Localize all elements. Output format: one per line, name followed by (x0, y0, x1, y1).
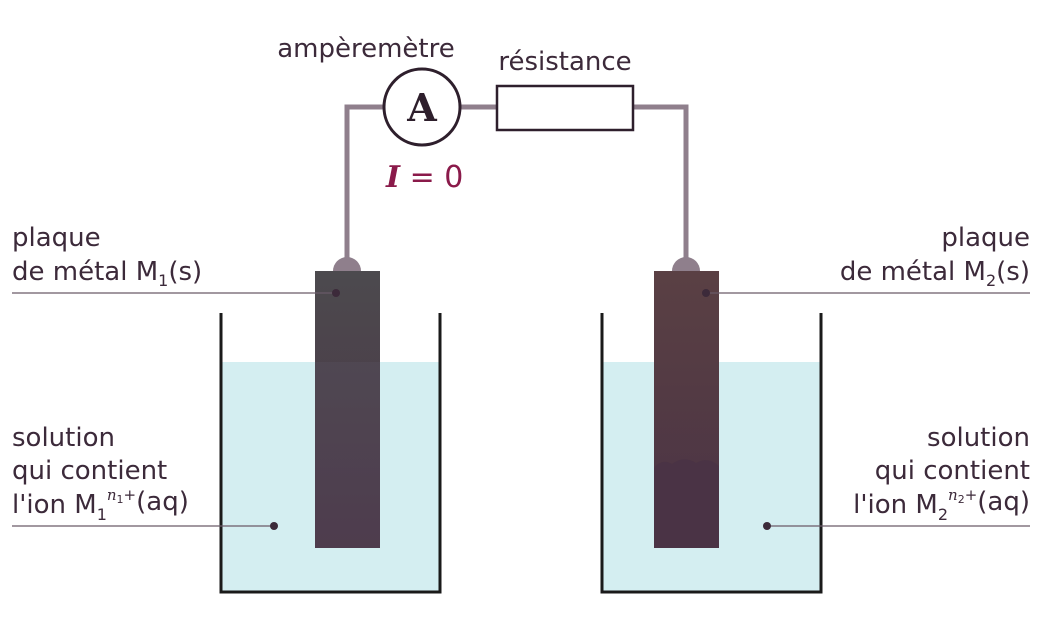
wire-right (633, 104, 689, 258)
svg-text:solution: solution (12, 423, 115, 453)
left-plate-immersed-tint (315, 362, 380, 548)
svg-text:solution: solution (927, 423, 1030, 453)
current-readout: I = 0 (385, 160, 463, 195)
resistor: résistance (495, 47, 635, 132)
svg-text:qui contient: qui contient (12, 456, 167, 486)
right-leaders (706, 292, 1030, 527)
ammeter-label: ampèremètre (277, 34, 455, 64)
svg-text:plaque: plaque (941, 223, 1030, 253)
ammeter-symbol: A (406, 85, 437, 130)
svg-text:l'ion M1n1+(aq): l'ion M1n1+(aq) (12, 486, 189, 524)
left-leaders (12, 292, 336, 527)
left-metal-plate (315, 257, 380, 548)
left-plate-connector (333, 257, 361, 271)
svg-text:qui contient: qui contient (875, 456, 1030, 486)
left-beaker-walls (219, 313, 442, 594)
resistor-body (495, 84, 635, 132)
resistor-label: résistance (498, 47, 631, 77)
svg-text:l'ion M2n2+(aq): l'ion M2n2+(aq) (853, 486, 1030, 524)
left-solution-label: solution qui contient l'ion M1n1+(aq) (12, 423, 189, 524)
left-plate-body (315, 271, 380, 548)
right-plate-connector (672, 257, 700, 271)
circuit-wires (344, 104, 689, 258)
ammeter: A ampèremètre (277, 34, 462, 147)
right-plate-deposit (654, 459, 719, 548)
left-plate-marker (332, 289, 340, 297)
ammeter-circle (382, 67, 462, 147)
right-solution-marker (763, 522, 771, 530)
wire-left (344, 104, 383, 258)
right-plate-label: plaque de métal M2(s) (840, 223, 1030, 290)
right-solution-label: solution qui contient l'ion M2n2+(aq) (853, 423, 1030, 524)
svg-text:de métal M1(s): de métal M1(s) (12, 257, 202, 290)
right-plate-marker (702, 289, 710, 297)
left-plate-label: plaque de métal M1(s) (12, 223, 202, 290)
svg-text:de métal M2(s): de métal M2(s) (840, 257, 1030, 290)
svg-text:plaque: plaque (12, 223, 101, 253)
right-metal-plate (654, 257, 719, 548)
right-beaker-walls (600, 313, 823, 594)
left-solution-marker (270, 522, 278, 530)
